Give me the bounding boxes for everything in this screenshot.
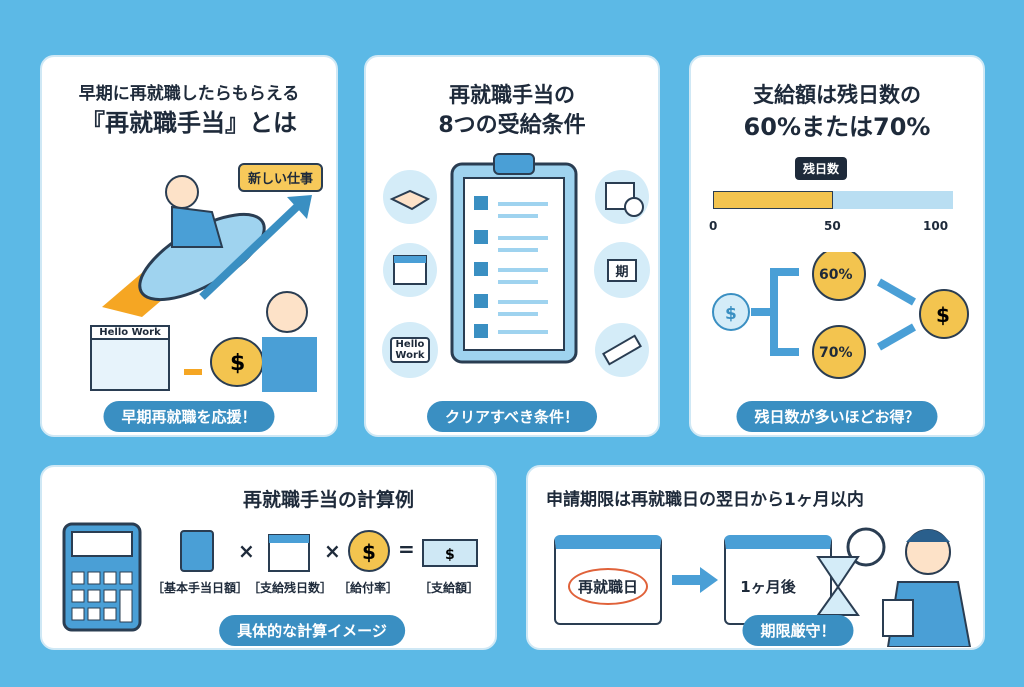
card-deadline: 申請期限は再就職日の翌日から1ヶ月以内 再就職日 1ヶ月後 期限厳守！ — [526, 465, 985, 650]
card-title-line2: 『再就職手当』とは — [81, 109, 297, 137]
operator-times-2: × — [324, 539, 341, 563]
svg-text:$: $ — [445, 547, 455, 563]
checklist-clipboard-icon — [450, 153, 578, 364]
calculator-icon — [62, 522, 142, 632]
worried-person-illustration — [882, 529, 972, 647]
coin-icon: $ — [348, 530, 390, 572]
building-sign: Hello Work — [92, 327, 168, 340]
term-benefit-rate: ［給付率］ — [338, 581, 399, 595]
coin-60-label: 60% — [819, 267, 853, 283]
pill-label: 残日数が多いほどお得？ — [736, 401, 938, 432]
card-payment-rate: 支給額は残日数の 60%または70% 残日数 0 50 100 $ $ 60% … — [689, 55, 985, 437]
card-title: 再就職手当の計算例 — [242, 489, 414, 511]
term-payment-amount: ［支給額］ — [419, 581, 480, 595]
card-title-line1: 支給額は残日数の — [753, 83, 921, 107]
remaining-days-marker: 残日数 — [795, 157, 848, 180]
card-title-line2: 8つの受給条件 — [438, 113, 586, 138]
ticket-icon — [595, 323, 649, 377]
card-title: 申請期限は再就職日の翌日から1ヶ月以内 — [546, 490, 864, 510]
small-calculator-icon — [180, 530, 214, 572]
card-title-line1: 早期に再就職したらもらえる — [78, 84, 300, 104]
payment-flow-diagram: $ $ — [712, 252, 969, 379]
card-title-line2: 60%または70% — [743, 113, 931, 141]
card-calculation: 再就職手当の計算例 × × $ = $ ［基本手当日額］ ［支給残日数］ ［給付… — [40, 465, 497, 650]
coin-70-label: 70% — [819, 345, 853, 361]
days-bar-fill — [713, 191, 833, 209]
operator-equals: = — [398, 537, 415, 561]
rocket-businessman-illustration — [102, 175, 312, 317]
tick-0: 0 — [709, 219, 718, 233]
tick-100: 100 — [923, 219, 949, 233]
one-month-later-calendar: 1ヶ月後 — [724, 535, 832, 625]
tick-50: 50 — [824, 219, 841, 233]
hello-work-icon: Hello Work — [382, 322, 438, 378]
arrow-right-icon — [672, 567, 718, 593]
card-title-line1: 再就職手当の — [449, 83, 575, 107]
pill-label: クリアすべき条件！ — [427, 401, 597, 432]
hourglass-clock-icon — [816, 527, 886, 616]
svg-text:$: $ — [362, 540, 376, 564]
pill-label: 期限厳守！ — [742, 615, 854, 646]
term-remaining-days: ［支給残日数］ — [248, 581, 333, 595]
calendar-b-label: 1ヶ月後 — [740, 577, 796, 596]
pill-label: 具体的な計算イメージ — [219, 615, 405, 646]
pill-label: 早期再就職を応援！ — [103, 401, 275, 432]
svg-text:$: $ — [725, 304, 737, 324]
calendar-a-label: 再就職日 — [567, 567, 648, 605]
deadline-calendar-icon: 期 — [594, 242, 650, 298]
calendar-clock-icon — [595, 170, 649, 224]
card-what-is: 早期に再就職したらもらえる 『再就職手当』とは 新しい仕事 Hello Work… — [40, 55, 338, 437]
days-bar-track — [713, 191, 953, 209]
hello-work-text: Hello Work — [390, 337, 430, 363]
term-daily-allowance: ［基本手当日額］ — [152, 581, 249, 595]
svg-text:$: $ — [230, 351, 245, 376]
calendar-icon — [268, 534, 310, 572]
hello-work-building: Hello Work — [90, 325, 170, 391]
banknote-icon: $ — [422, 539, 478, 567]
svg-text:$: $ — [936, 303, 950, 327]
handshake-icon — [383, 170, 437, 224]
new-job-bubble: 新しい仕事 — [238, 163, 324, 192]
reemployment-date-calendar: 再就職日 — [554, 535, 662, 625]
calendar-kanji: 期 — [607, 258, 637, 282]
money-bag-person-illustration: $ — [184, 291, 317, 392]
calendar-icon — [383, 243, 437, 297]
card-conditions: 再就職手当の 8つの受給条件 Hello Work 期 クリアすべき条件！ — [364, 55, 660, 437]
operator-times-1: × — [238, 539, 255, 563]
